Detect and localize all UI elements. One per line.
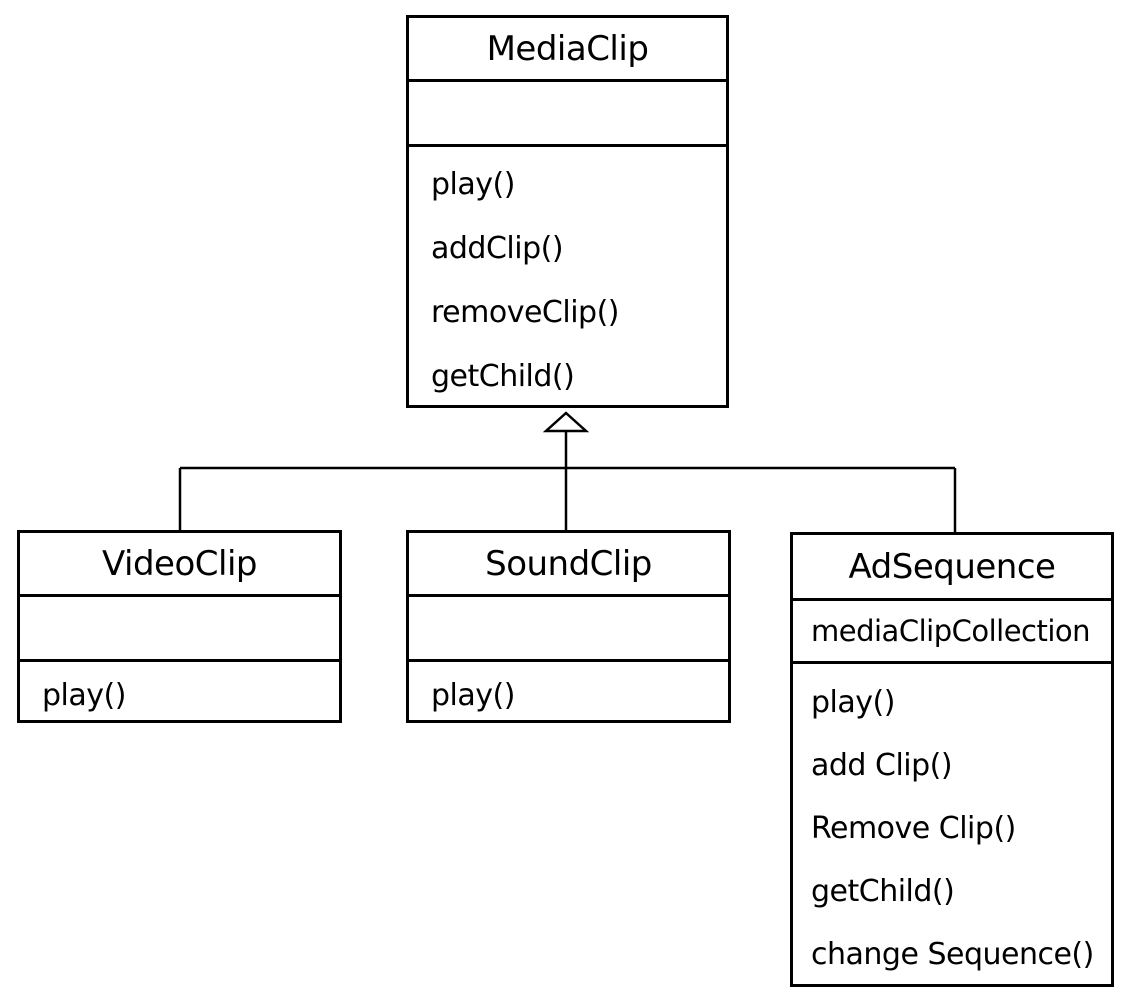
method-play: play() bbox=[431, 167, 515, 202]
method-remove-clip: removeClip() bbox=[431, 295, 620, 330]
class-methods: play() bbox=[409, 662, 728, 718]
attribute-media-clip-collection: mediaClipCollection bbox=[811, 614, 1091, 648]
method-play: play() bbox=[431, 678, 515, 713]
class-box-adsequence: AdSequence mediaClipCollection play() ad… bbox=[790, 532, 1114, 987]
class-attributes bbox=[409, 82, 726, 147]
method-add-clip: addClip() bbox=[431, 231, 564, 266]
method-play: play() bbox=[42, 678, 126, 713]
class-name: SoundClip bbox=[409, 533, 728, 597]
class-box-videoclip: VideoClip play() bbox=[17, 530, 342, 723]
method-get-child: getChild() bbox=[431, 359, 575, 394]
method-change-sequence: change Sequence() bbox=[811, 937, 1094, 972]
class-attributes: mediaClipCollection bbox=[793, 601, 1111, 664]
class-attributes bbox=[20, 597, 339, 662]
class-name: MediaClip bbox=[409, 18, 726, 82]
method-play: play() bbox=[811, 685, 895, 720]
method-remove-clip: Remove Clip() bbox=[811, 811, 1016, 846]
class-box-mediaclip: MediaClip play() addClip() removeClip() … bbox=[406, 15, 729, 408]
class-name: AdSequence bbox=[793, 535, 1111, 601]
class-methods: play() add Clip() Remove Clip() getChild… bbox=[793, 664, 1111, 993]
class-name: VideoClip bbox=[20, 533, 339, 597]
method-add-clip: add Clip() bbox=[811, 748, 953, 783]
class-attributes bbox=[409, 597, 728, 662]
class-methods: play() bbox=[20, 662, 339, 718]
class-methods: play() addClip() removeClip() getChild() bbox=[409, 147, 726, 417]
class-box-soundclip: SoundClip play() bbox=[406, 530, 731, 723]
method-get-child: getChild() bbox=[811, 874, 955, 909]
